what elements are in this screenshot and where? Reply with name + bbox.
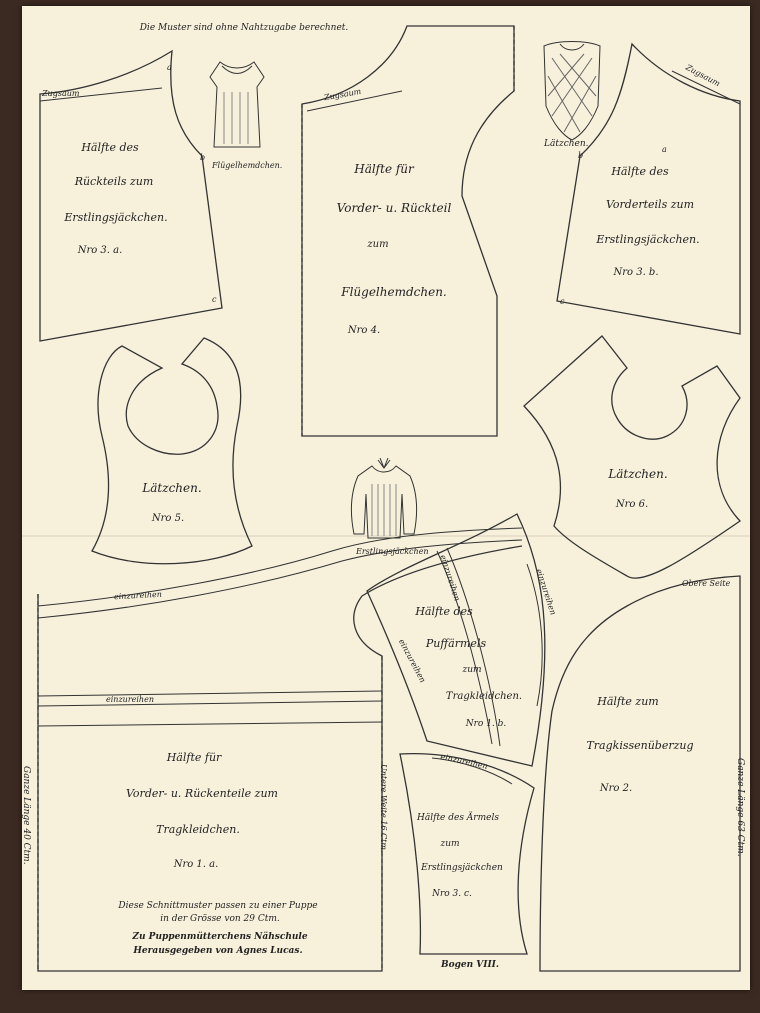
pattern-3c-number: Nro 3. c. xyxy=(432,889,472,899)
pattern-1a-line1: Hälfte für xyxy=(166,751,222,764)
mark-3a-c: c xyxy=(212,295,217,304)
pattern-4-line4: Flügelhemdchen. xyxy=(341,285,447,299)
pattern-1b-line4: Tragkleidchen. xyxy=(445,691,523,702)
jacket-illustration xyxy=(350,457,418,539)
bib-caption: Lätzchen. xyxy=(544,139,589,149)
pattern-3c-outline xyxy=(399,752,535,955)
pattern-3a-line1: Hälfte des xyxy=(81,141,139,154)
footer-publisher-2: Herausgegeben von Agnes Lucas. xyxy=(133,946,303,956)
pattern-3a-outline xyxy=(39,49,223,342)
pattern-3b-outline xyxy=(556,42,741,335)
hem-label-3a: Zugsaum xyxy=(42,89,80,98)
footer-note-1: Diese Schnittmuster passen zu einer Pupp… xyxy=(118,901,318,911)
mark-3b-b: b xyxy=(578,151,584,160)
bib-illustration xyxy=(543,41,601,141)
pattern-5-number: Nro 5. xyxy=(151,513,185,524)
pattern-3b-number: Nro 3. b. xyxy=(613,267,659,278)
jacket-caption: Erstlingsjäckchen xyxy=(356,547,429,556)
pattern-3c-line1: Hälfte des Ärmels xyxy=(417,813,499,823)
pattern-1a-number: Nro 1. a. xyxy=(173,859,219,870)
mark-3b-a: a xyxy=(662,145,667,154)
pattern-3c-line3: Erstlingsjäckchen xyxy=(421,863,503,873)
shirt-illustration xyxy=(209,61,265,148)
pattern-outlines xyxy=(22,25,750,972)
mark-3a-a: a xyxy=(167,63,172,72)
pattern-2-outline xyxy=(539,575,741,972)
pattern-3a-line2: Rückteils zum xyxy=(74,175,154,188)
pattern-1b-line3: zum xyxy=(462,665,482,675)
pattern-1a-line3: Tragkleidchen. xyxy=(156,823,240,836)
pattern-1a-width: Untere Weite 16 Ctm. xyxy=(379,764,388,853)
pattern-6-number: Nro 6. xyxy=(615,499,649,510)
pattern-2-length: Ganze Länge 63 Ctm. xyxy=(735,758,745,857)
pattern-1b-number: Nro 1. b. xyxy=(465,719,507,729)
gather-label-1a-mid: einzureihen xyxy=(106,695,154,704)
mark-3a-b: b xyxy=(200,153,206,162)
pattern-sheet: Die Muster sind ohne Nahtzugabe berechne… xyxy=(21,6,750,990)
pattern-1a-length: Ganze Länge 40 Ctm. xyxy=(21,766,31,865)
pattern-5-title: Lätzchen. xyxy=(142,481,202,495)
pattern-4-number: Nro 4. xyxy=(347,325,381,336)
mark-3b-c: c xyxy=(560,297,565,306)
pattern-2-line1: Hälfte zum xyxy=(597,695,659,708)
pattern-3a-line3: Erstlingsjäckchen. xyxy=(64,211,168,224)
footer-publisher-1: Zu Puppenmütterchens Nähschule xyxy=(132,932,308,942)
pattern-5-outline xyxy=(91,337,253,565)
pattern-1a-line2: Vorder- u. Rückenteile zum xyxy=(126,787,278,800)
sheet-number: Bogen VIII. xyxy=(440,960,500,970)
pattern-1a-outline xyxy=(37,545,523,972)
pattern-1b-outline xyxy=(366,513,546,767)
pattern-3c-line2: zum xyxy=(440,839,460,849)
pattern-6-outline xyxy=(523,335,741,579)
header-note: Die Muster sind ohne Nahtzugabe berechne… xyxy=(139,23,349,33)
pattern-2-number: Nro 2. xyxy=(599,783,633,794)
pattern-3a-number: Nro 3. a. xyxy=(77,245,123,256)
pattern-4-line1: Hälfte für xyxy=(354,162,414,176)
pattern-3b-line3: Erstlingsjäckchen. xyxy=(596,233,700,246)
pattern-4-line2: Vorder- u. Rückteil xyxy=(336,201,452,215)
pattern-1b-line1: Hälfte des xyxy=(415,605,473,618)
pattern-1b-line2: Puffärmels xyxy=(425,637,487,650)
pattern-3b-line1: Hälfte des xyxy=(611,165,669,178)
pattern-2-top: Obere Seite xyxy=(682,579,731,588)
pattern-4-outline xyxy=(301,25,515,437)
shirt-caption: Flügelhemdchen. xyxy=(212,161,283,170)
footer-note-2: in der Grösse von 29 Ctm. xyxy=(160,914,280,924)
pattern-4-line3: zum xyxy=(367,239,389,250)
pattern-6-title: Lätzchen. xyxy=(608,467,668,481)
pattern-2-line2: Tragkissenüberzug xyxy=(586,739,694,752)
pattern-3b-line2: Vorderteils zum xyxy=(605,198,695,211)
